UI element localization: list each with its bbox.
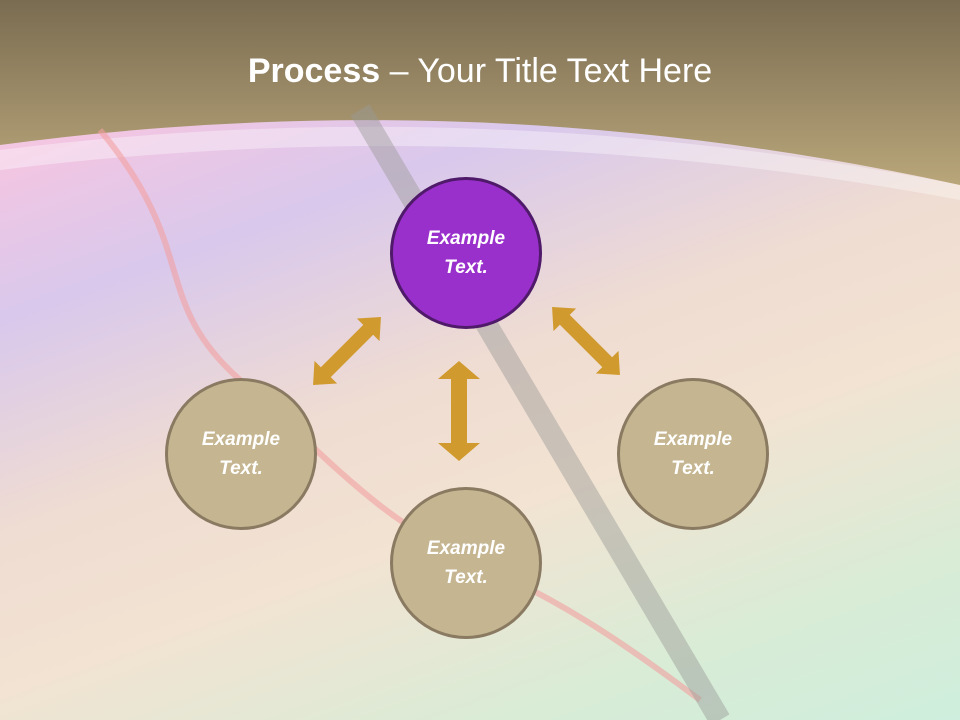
arrow-top-left — [313, 317, 381, 385]
node-left[interactable]: Example Text. — [165, 378, 317, 530]
arrow-center-vertical — [438, 361, 480, 461]
thread-decoration — [97, 128, 702, 703]
title-rest: – Your Title Text Here — [380, 52, 713, 90]
node-right[interactable]: Example Text. — [617, 378, 769, 530]
header-band — [0, 0, 960, 185]
node-top[interactable]: Example Text. — [390, 177, 542, 329]
slide-title: Process – Your Title Text Here — [0, 52, 960, 91]
title-bold: Process — [247, 52, 381, 90]
node-bottom[interactable]: Example Text. — [390, 487, 542, 639]
arrows — [313, 307, 620, 461]
arrow-top-right — [552, 307, 620, 375]
